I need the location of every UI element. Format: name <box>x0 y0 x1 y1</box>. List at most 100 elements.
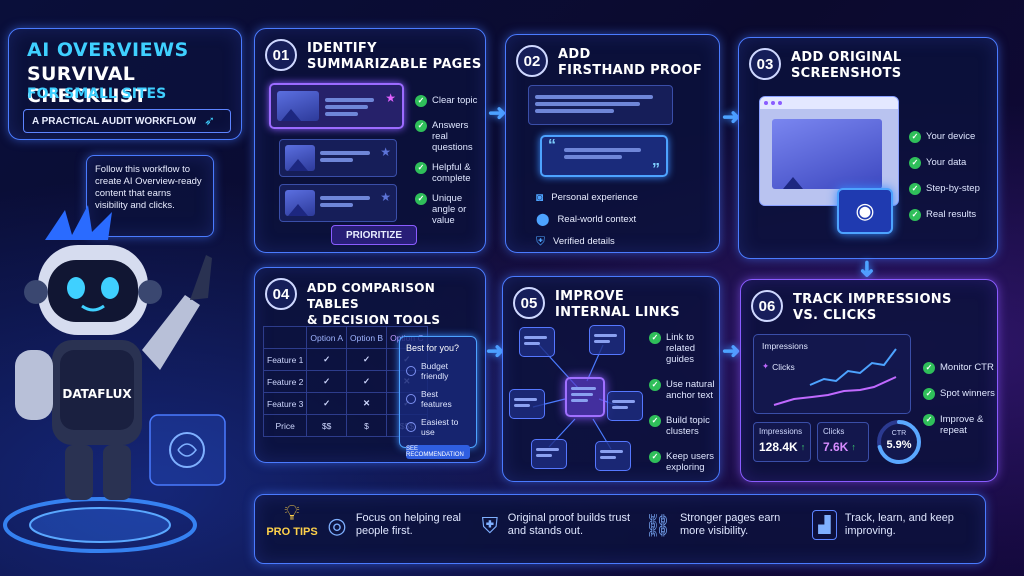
link-node <box>607 391 643 421</box>
check-item: ✓Build topic clusters <box>649 415 719 437</box>
link-node <box>595 441 631 471</box>
page-card-featured: ★ <box>269 83 404 129</box>
page-card-3: ★ <box>279 184 397 222</box>
step-01-title-l2: SUMMARIZABLE PAGES <box>307 57 482 72</box>
shield-check-icon: ⛨ <box>481 512 499 538</box>
check-item: ✓Your data <box>909 157 995 169</box>
bar-chart-icon: ▟ <box>812 510 837 540</box>
step-01-title-l1: IDENTIFY <box>307 41 377 56</box>
pro-tips-label: PRO TIPS <box>266 526 318 538</box>
header-panel: AI OVERVIEWS SURVIVAL CHECKLIST FOR SMAL… <box>8 28 242 140</box>
step-02-title-l2: FIRSTHAND PROOF <box>558 63 703 78</box>
step-05-title-l1: IMPROVE <box>555 289 625 304</box>
step-03-number: 03 <box>749 48 781 80</box>
step-01-title: IDENTIFY SUMMARIZABLE PAGES <box>307 41 482 73</box>
step-04-title: ADD COMPARISON TABLES & DECISION TOOLS <box>307 280 485 328</box>
cross-icon: ✕ <box>345 392 388 415</box>
title-line-1: AI OVERVIEWS <box>27 39 189 61</box>
step-06-title: TRACK IMPRESSIONS VS. CLICKS <box>793 292 952 324</box>
trend-lines <box>773 348 897 406</box>
step-04-panel: 04 ADD COMPARISON TABLES & DECISION TOOL… <box>254 267 486 463</box>
step-03-title-l1: ADD ORIGINAL <box>791 50 902 65</box>
target-icon: ◎ <box>327 512 347 538</box>
screenshot-window-mock <box>759 96 899 206</box>
step-06-panel: 06 TRACK IMPRESSIONS VS. CLICKS Impressi… <box>740 279 998 482</box>
check-icon: ✓ <box>415 95 427 107</box>
clicks-line <box>773 376 897 406</box>
speech-bubble-text: Follow this workflow to create AI Overvi… <box>95 164 202 211</box>
image-icon <box>285 190 315 216</box>
lightbulb-icon: 💡︎ <box>284 500 300 525</box>
col-option-a: Option A <box>306 326 347 349</box>
radio-icon <box>406 366 416 376</box>
impressions-line <box>809 348 897 386</box>
step-04-title-l2: & DECISION TOOLS <box>307 313 441 327</box>
star-icon: ★ <box>380 145 391 159</box>
step-06-number: 06 <box>751 290 783 322</box>
link-node <box>531 439 567 469</box>
landscape-image-icon <box>772 119 882 189</box>
link-node <box>589 325 625 355</box>
image-icon <box>285 145 315 171</box>
arrow-up-icon: ↑ <box>800 442 806 452</box>
clicks-stat: Clicks 7.6K ↑ <box>817 422 869 462</box>
check-icon: ✓ <box>345 348 388 371</box>
decision-option[interactable]: Budget friendly <box>406 361 470 381</box>
check-item: ✓Use natural anchor text <box>649 379 719 401</box>
impressions-value: 128.4K <box>759 440 798 454</box>
check-icon: ✓ <box>923 414 935 426</box>
decision-option[interactable]: Best features <box>406 389 470 409</box>
robot-body <box>15 255 212 500</box>
prioritize-button[interactable]: PRIORITIZE <box>331 225 417 245</box>
proof-item: ⛨Verified details <box>536 234 615 248</box>
pro-tips-label-group: 💡︎ PRO TIPS <box>266 500 318 538</box>
check-item: ✓Helpful & complete <box>415 162 485 184</box>
col-option-b: Option B <box>345 326 388 349</box>
check-icon: ✓ <box>649 379 661 391</box>
check-item: ✓Improve & repeat <box>923 414 997 436</box>
step-03-checklist: ✓Your device ✓Your data ✓Step-by-step ✓R… <box>909 131 995 221</box>
platform-ring <box>3 497 197 553</box>
robot-badge: DATAFLUX <box>62 387 132 401</box>
check-item: ✓Spot winners <box>923 388 997 400</box>
check-icon: ✓ <box>415 193 427 205</box>
step-05-title: IMPROVE INTERNAL LINKS <box>555 289 680 321</box>
check-icon: ✓ <box>649 415 661 427</box>
star-icon: ★ <box>385 91 396 105</box>
link-node <box>509 389 545 419</box>
arrow-right-icon: ➜ <box>722 104 741 129</box>
clicks-label: Clicks <box>823 427 845 436</box>
step-02-title-l1: ADD <box>558 47 591 62</box>
step-01-panel: 01 IDENTIFY SUMMARIZABLE PAGES ★ ★ ★ ✓Cl… <box>254 28 486 253</box>
check-icon: ✓ <box>909 131 921 143</box>
step-03-panel: 03 ADD ORIGINAL SCREENSHOTS ◉ ✓Your devi… <box>738 37 998 259</box>
step-02-title: ADD FIRSTHAND PROOF <box>558 47 702 79</box>
check-icon: ✓ <box>909 183 921 195</box>
tip-item: ▟ Track, learn, and keep improving. <box>812 510 978 540</box>
check-item: ✓Step-by-step <box>909 183 995 195</box>
step-03-title: ADD ORIGINAL SCREENSHOTS <box>791 50 901 82</box>
proof-item-list: ◙Personal experience ⬤Real-world context… <box>536 190 638 249</box>
image-icon <box>277 91 319 121</box>
check-icon: ✓ <box>306 392 347 415</box>
radio-icon <box>406 422 416 432</box>
tip-item: ⛓ Stronger pages earn more visibility. <box>644 510 804 540</box>
comparison-table: Option A Option B Option C Feature 1 ✓ ✓… <box>262 326 428 437</box>
link-node <box>519 327 555 357</box>
arrow-down-icon: ➜ <box>855 259 881 279</box>
step-04-number: 04 <box>265 278 297 310</box>
robot-mascot: DATAFLUX <box>3 205 226 553</box>
rocket-icon: ➶ <box>204 113 215 128</box>
step-06-title-l2: VS. CLICKS <box>793 308 877 323</box>
ctr-label: CTR <box>891 430 907 437</box>
subtitle-text: A PRACTICAL AUDIT WORKFLOW <box>32 115 197 127</box>
check-item: ✓Monitor CTR <box>923 362 997 374</box>
decision-option[interactable]: Easiest to use <box>406 417 470 437</box>
tip-item: ◎ Focus on helping real people first. <box>326 510 476 540</box>
see-recommendation-button[interactable]: SEE RECOMMENDATION <box>406 445 470 459</box>
step-04-title-l1: ADD COMPARISON TABLES <box>307 281 436 311</box>
link-icon: ⛓ <box>644 512 672 538</box>
step-05-number: 05 <box>513 287 545 319</box>
check-icon: ✓ <box>306 348 347 371</box>
clicks-value: 7.6K <box>823 440 849 454</box>
